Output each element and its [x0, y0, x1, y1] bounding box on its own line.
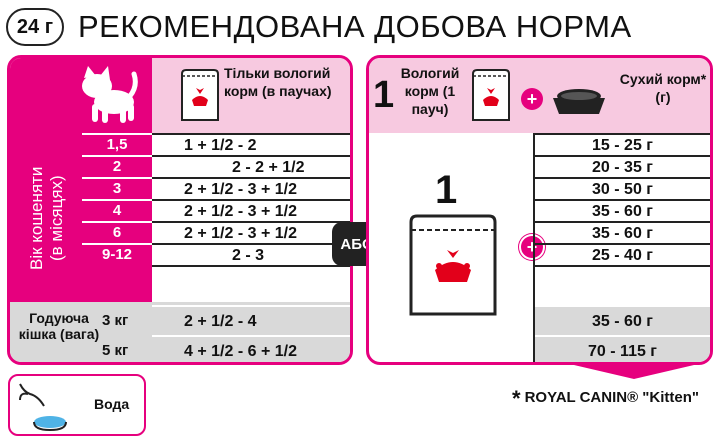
wet-only-header: Тільки вологий корм (в паучах): [152, 58, 350, 133]
wet-amount-row: 1 + 1/2 - 2: [152, 133, 350, 155]
age-cell: 6: [82, 221, 152, 241]
wet-amount-row: 2 + 1/2 - 3 + 1/2: [152, 177, 350, 199]
dry-food-bowl-icon: [553, 89, 605, 114]
nursing-weight: 5 кг: [102, 342, 129, 359]
dry-amount-row: 30 - 50 г: [535, 177, 710, 199]
footnote: *ROYAL CANIN® "Kitten": [512, 386, 700, 411]
pouch-count-large: 1: [435, 168, 458, 212]
nursing-cat-label: Годуюча кішка (вага): [18, 310, 100, 342]
dry-amount-row: 20 - 35 г: [535, 155, 710, 177]
dry-amount-row: 15 - 25 г: [535, 133, 710, 155]
age-cell: 1,5: [82, 133, 152, 153]
water-bowl-icon: [19, 383, 67, 432]
wet-pouch-large-icon: [409, 214, 497, 316]
row-separator: [152, 265, 350, 302]
water-box: Вода: [8, 374, 146, 436]
dry-amount-row: 35 - 60 г: [535, 221, 710, 243]
daily-badge: 24 г: [6, 8, 64, 46]
age-cell: 3: [82, 177, 152, 197]
age-cell: 4: [82, 199, 152, 219]
nursing-wet-row: 4 + 1/2 - 6 + 1/2: [152, 335, 350, 362]
wet-amount-row: 2 + 1/2 - 3 + 1/2: [152, 221, 350, 243]
dry-amount-row: 35 - 60 г: [535, 199, 710, 221]
page-title: РЕКОМЕНДОВАНА ДОБОВА НОРМА: [78, 9, 632, 44]
nursing-wet-row: 2 + 1/2 - 4: [152, 305, 350, 335]
row-separator: [535, 265, 710, 302]
wet-amount-row: 2 - 2 + 1/2: [152, 155, 350, 177]
kitten-icon: [82, 66, 138, 123]
age-cell: 9-12: [82, 243, 152, 263]
pouch-count: 1: [373, 74, 395, 116]
dry-amount-row: 25 - 40 г: [535, 243, 710, 265]
nursing-block: [10, 302, 350, 362]
plus-icon: +: [521, 236, 543, 258]
wet-amount-row: 2 - 3: [152, 243, 350, 265]
nursing-dry-row: 70 - 115 г: [535, 335, 710, 362]
mixed-feeding-header: 1 Вологий корм (1 пауч) + Сухий корм* (г…: [369, 58, 710, 133]
water-label: Вода: [94, 396, 130, 412]
wet-pouch-icon: [181, 69, 219, 121]
age-axis-label: Вік кошеняти(в місяцях): [27, 166, 66, 270]
plus-icon: +: [521, 88, 543, 110]
wet-amount-row: 2 + 1/2 - 3 + 1/2: [152, 199, 350, 221]
column-divider: [533, 133, 535, 362]
mixed-feeding-panel: 1 Вологий корм (1 пауч) + Сухий корм* (г…: [366, 55, 713, 365]
wet-only-panel: Вік кошеняти(в місяцях) Тільки вологий к…: [7, 55, 353, 365]
age-cell: 2: [82, 155, 152, 175]
wet-pouch-icon: [472, 69, 510, 121]
nursing-dry-row: 35 - 60 г: [535, 305, 710, 335]
arrow-down-icon: [574, 365, 694, 379]
nursing-weight: 3 кг: [102, 312, 129, 329]
